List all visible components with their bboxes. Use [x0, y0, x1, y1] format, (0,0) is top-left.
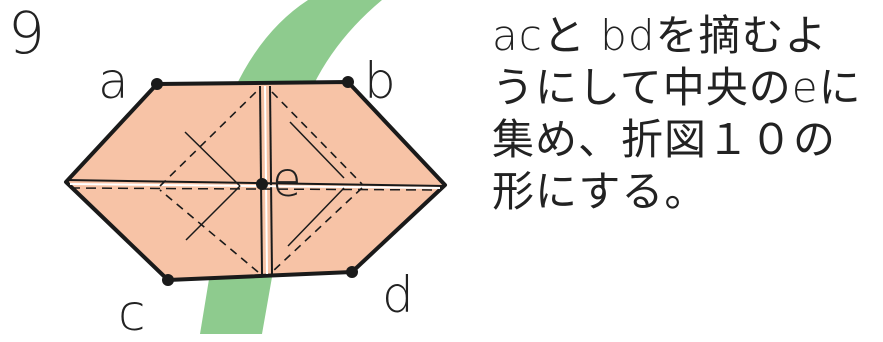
label-a: a — [98, 52, 129, 110]
instruction-line: acと bdを摘むよ — [492, 11, 828, 60]
label-e: e — [272, 152, 302, 208]
dashed-creases — [159, 89, 363, 273]
label-c: c — [118, 284, 146, 342]
point-e-dot — [256, 178, 268, 190]
label-b: b — [364, 52, 396, 110]
label-d: d — [382, 266, 414, 324]
step-number: 9 — [8, 0, 45, 67]
point-a-dot — [151, 78, 163, 90]
instruction-line: 集め、折図１０の — [492, 115, 837, 164]
origami-diagram — [64, 0, 447, 334]
instruction-line: うにして中央のeに — [492, 63, 862, 112]
point-c-dot — [162, 274, 174, 286]
point-d-dot — [346, 266, 358, 278]
diagram-stage: 9 a b c d e acと bdを摘むよ うにして中央のeに 集め、折図１０… — [8, 0, 882, 338]
instruction-line: 形にする。 — [492, 167, 708, 216]
instruction-text: acと bdを摘むよ うにして中央のeに 集め、折図１０の 形にする。 — [492, 10, 882, 218]
center-horizontal-fold — [65, 179, 446, 187]
fold-points — [151, 76, 358, 286]
solid-creases — [184, 121, 345, 247]
point-b-dot — [342, 76, 354, 88]
